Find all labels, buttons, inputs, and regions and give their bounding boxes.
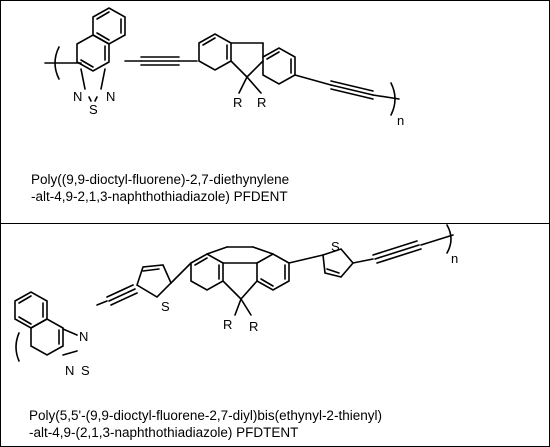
atom-s-thiadiazole-2: S: [81, 363, 90, 378]
atom-n-lower-2: N: [65, 363, 74, 378]
right-bracket-1: [390, 82, 396, 116]
atom-s-thiadiazole-1: S: [89, 102, 98, 117]
triple-bond-1b: [330, 80, 374, 92]
structure-pfdent: N N S R R: [44, 7, 404, 128]
substituent-r1-2: R: [223, 317, 232, 332]
caption-pfdtent: Poly(5,5'-(9,9-dioctyl-fluorene-2,7-diyl…: [29, 407, 382, 441]
atom-n-right-1: N: [106, 89, 115, 104]
triple-bond-2a: [96, 300, 108, 306]
panel-divider: [1, 223, 549, 224]
triple-bond-2b: [372, 240, 418, 256]
caption-pfdtent-line2: -alt-4,9-(2,1,3-naphthothiadiazole) PFDT…: [29, 425, 299, 440]
caption-pfdent-line1: Poly((9,9-dioctyl-fluorene)-2,7-diethyny…: [31, 172, 290, 187]
substituent-r2-2: R: [249, 319, 258, 334]
atom-n-upper-2: N: [79, 329, 88, 344]
atom-s-thiophene-2: S: [331, 239, 340, 254]
naphtho-central-ring: [76, 34, 110, 72]
thiophene-ring-1: [136, 264, 172, 299]
naphtho-central-ring-2: [30, 318, 64, 356]
caption-pfdent: Poly((9,9-dioctyl-fluorene)-2,7-diethyny…: [31, 171, 289, 205]
repeat-subscript-n-2: n: [451, 251, 458, 266]
caption-pfdtent-line1: Poly(5,5'-(9,9-dioctyl-fluorene-2,7-diyl…: [29, 408, 382, 423]
left-bracket-2: [15, 332, 20, 362]
substituent-r2-1: R: [257, 95, 266, 110]
caption-pfdent-line2: -alt-4,9-2,1,3-naphthothiadiazole) PFDEN…: [31, 189, 288, 204]
substituent-r1-1: R: [233, 95, 242, 110]
right-bracket-2: [446, 224, 452, 254]
thiophene-ring-2: [322, 248, 355, 278]
atom-s-thiophene-1: S: [161, 299, 170, 314]
repeat-subscript-n-1: n: [397, 113, 404, 128]
atom-n-left-1: N: [73, 89, 82, 104]
structure-pfdtent: N N S S R R: [14, 224, 458, 378]
